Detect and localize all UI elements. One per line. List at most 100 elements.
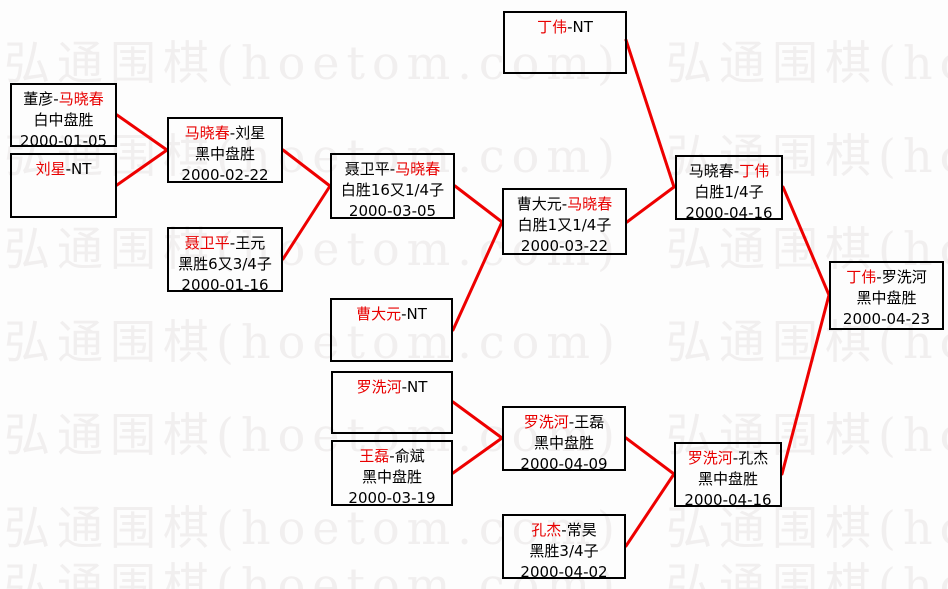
watermark-text: 弘通围棋(hoetom.com) xyxy=(4,501,622,555)
match-players: 刘星-NT xyxy=(12,159,115,180)
bracket-connector xyxy=(115,113,169,152)
player-name: NT xyxy=(406,305,427,323)
winner-name: 马晓春 xyxy=(395,160,441,178)
winner-name: 孔杰 xyxy=(531,521,562,539)
match-result: 黑中盘胜 xyxy=(361,468,422,486)
bracket-connector xyxy=(115,148,169,187)
match-box: 罗洗河-王磊黑中盘胜 2000-04-09 xyxy=(502,406,626,473)
watermark-text: 弘通围棋(hoetom.com) xyxy=(666,501,948,555)
match-result: 白胜16又1/4子 xyxy=(340,181,445,199)
match-players: 聂卫平-马晓春 xyxy=(332,159,453,180)
match-box: 孔杰-常昊黑胜3/4子 2000-04-02 xyxy=(502,514,626,581)
players-separator: - xyxy=(389,447,395,465)
match-result: 黑中盘胜 xyxy=(856,289,917,307)
match-result: 黑胜6又3/4子 xyxy=(178,255,272,273)
match-date: 2000-01-16 xyxy=(181,276,269,294)
players-separator: - xyxy=(401,305,407,323)
match-result: 白胜1又1/4子 xyxy=(517,216,612,234)
bracket-connector xyxy=(451,220,504,332)
winner-name: 曹大元 xyxy=(356,305,402,323)
watermark-text: 弘通围棋(hoetom.com) xyxy=(666,36,948,90)
player-name: 王磊 xyxy=(574,413,605,431)
match-players: 丁伟-NT xyxy=(505,17,625,38)
watermark-text: 弘通围棋(hoetom.com) xyxy=(4,558,622,589)
bracket-connector xyxy=(281,148,332,188)
players-separator: - xyxy=(229,234,236,252)
watermark-text: 弘通围棋(hoetom.com) xyxy=(4,222,622,276)
match-date: 2000-03-22 xyxy=(520,237,609,255)
players-separator: - xyxy=(389,160,396,178)
winner-name: 丁伟 xyxy=(846,268,877,286)
match-box: 罗洗河-孔杰黑中盘胜 2000-04-16 xyxy=(674,442,782,509)
watermark-text-row: 弘通围棋(hoetom.com)弘通围棋(hoetom.com) xyxy=(4,562,948,589)
match-players: 孔杰-常昊 xyxy=(504,520,624,541)
match-result: 黑中盘胜 xyxy=(697,470,758,488)
winner-name: 王磊 xyxy=(359,447,390,465)
watermark-text-row: 弘通围棋(hoetom.com)弘通围棋(hoetom.com) xyxy=(4,40,948,86)
bracket-connector xyxy=(624,38,676,189)
bracket-connector xyxy=(780,293,831,476)
bracket-connector xyxy=(453,184,504,224)
match-date: 2000-03-05 xyxy=(348,202,437,220)
winner-name: 罗洗河 xyxy=(523,413,569,431)
match-result: 白中盘胜 xyxy=(33,111,94,129)
player-name: 董彦 xyxy=(23,90,54,108)
player-name: 曹大元 xyxy=(516,195,562,213)
winner-name: 丁伟 xyxy=(537,18,568,36)
winner-name: 丁伟 xyxy=(739,162,770,180)
match-result: 黑胜3/4子 xyxy=(529,542,599,560)
match-date: 2000-04-23 xyxy=(842,310,931,328)
match-players: 马晓春-刘星 xyxy=(169,123,281,144)
winner-name: 马晓春 xyxy=(184,124,230,142)
match-date: 2000-02-22 xyxy=(181,166,269,184)
match-date: 2000-04-02 xyxy=(520,563,608,581)
match-result: 白胜1/4子 xyxy=(694,183,764,201)
watermark-text: 弘通围棋(hoetom.com) xyxy=(666,408,948,462)
watermark-text-row: 弘通围棋(hoetom.com)弘通围棋(hoetom.com) xyxy=(4,412,948,458)
match-players: 丁伟-罗洗河 xyxy=(831,267,942,288)
watermark-text: 弘通围棋(hoetom.com) xyxy=(666,222,948,276)
watermark-text: 弘通围棋(hoetom.com) xyxy=(4,408,622,462)
match-players: 曹大元-NT xyxy=(332,304,451,325)
watermark-text-row: 弘通围棋(hoetom.com)弘通围棋(hoetom.com) xyxy=(4,505,948,551)
watermark-text-row: 弘通围棋(hoetom.com)弘通围棋(hoetom.com) xyxy=(4,319,948,365)
match-date: 2000-03-19 xyxy=(348,489,436,507)
players-separator: - xyxy=(561,195,568,213)
players-separator: - xyxy=(401,378,408,396)
winner-name: 马晓春 xyxy=(58,90,104,108)
match-box: 马晓春-刘星黑中盘胜 2000-02-22 xyxy=(167,117,283,184)
watermark-text: 弘通围棋(hoetom.com) xyxy=(666,315,948,369)
watermark-text: 弘通围棋(hoetom.com) xyxy=(666,558,948,589)
match-box: 罗洗河-NT xyxy=(331,371,453,434)
match-result: 黑中盘胜 xyxy=(533,434,594,452)
winner-name: 聂卫平 xyxy=(184,234,230,252)
match-box: 曹大元-NT xyxy=(330,298,453,362)
match-players: 董彦-马晓春 xyxy=(12,89,115,110)
match-result: 黑中盘胜 xyxy=(194,145,255,163)
players-separator: - xyxy=(65,160,72,178)
player-name: 俞斌 xyxy=(394,447,425,465)
players-separator: - xyxy=(53,90,59,108)
match-date: 2000-04-16 xyxy=(684,491,772,509)
players-separator: - xyxy=(568,413,575,431)
players-separator: - xyxy=(567,18,573,36)
match-players: 罗洗河-孔杰 xyxy=(676,448,780,469)
players-separator: - xyxy=(733,162,740,180)
bracket-connector xyxy=(625,185,676,224)
match-players: 聂卫平-王元 xyxy=(169,233,281,254)
player-name: NT xyxy=(572,18,593,36)
player-name: 聂卫平 xyxy=(344,160,390,178)
bracket-connector xyxy=(624,436,676,476)
watermark-text-row: 弘通围棋(hoetom.com)弘通围棋(hoetom.com) xyxy=(4,226,948,272)
player-name: 马晓春 xyxy=(688,162,734,180)
player-name: 孔杰 xyxy=(738,449,769,467)
match-date: 2000-04-09 xyxy=(520,455,608,473)
match-box: 刘星-NT xyxy=(10,153,117,218)
bracket-connector xyxy=(451,436,504,475)
match-players: 马晓春-丁伟 xyxy=(677,161,781,182)
player-name: 刘星 xyxy=(235,124,266,142)
players-separator: - xyxy=(876,268,882,286)
